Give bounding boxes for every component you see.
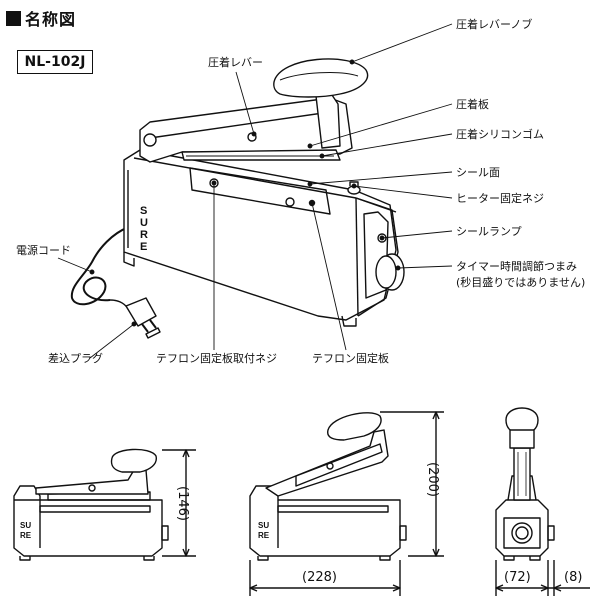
label-seal-lamp: シールランプ: [456, 225, 522, 238]
brand-letter-1: S: [140, 205, 147, 217]
brand-logo-small: SU RE SU RE: [20, 521, 270, 540]
label-power-cord: 電源コード: [16, 244, 71, 257]
leader-lines: [57, 23, 453, 359]
svg-text:SU: SU: [20, 521, 31, 530]
dim-height-closed: (146): [175, 486, 190, 521]
dim-protrusion: (8): [564, 570, 583, 585]
label-lever: 圧着レバー: [208, 56, 263, 69]
dim-length: (228): [302, 570, 337, 585]
dim-height-open: (200): [425, 462, 440, 497]
brand-letter-3: R: [140, 229, 148, 241]
svg-text:RE: RE: [20, 531, 32, 540]
label-heater-screw: ヒーター固定ネジ: [456, 192, 544, 205]
label-press-plate: 圧着板: [456, 98, 489, 111]
label-teflon-screw: テフロン固定板取付ネジ: [156, 352, 277, 365]
label-timer-note: (秒目盛りではありません): [456, 276, 586, 289]
title-square-icon: [6, 10, 21, 26]
svg-text:SU: SU: [258, 521, 269, 530]
power-cord-drawing: [70, 225, 133, 313]
label-timer-knob: タイマー時間調節つまみ: [456, 260, 577, 273]
page-title: 名称図: [25, 10, 77, 29]
front-view: [495, 407, 590, 596]
lever-arm-drawing: [139, 58, 369, 163]
side-view-open: [249, 411, 444, 596]
section-header: 名称図: [6, 6, 76, 30]
label-seal-surface: シール面: [456, 166, 500, 179]
label-teflon-plate: テフロン固定板: [312, 352, 389, 365]
svg-text:RE: RE: [258, 531, 270, 540]
label-plug: 差込プラグ: [48, 352, 103, 365]
brand-logo: S U R E: [140, 205, 148, 253]
side-view-closed: [13, 448, 196, 561]
label-lever-knob: 圧着レバーノブ: [456, 18, 533, 31]
dim-width: (72): [504, 570, 531, 585]
main-body-drawing: [123, 149, 405, 327]
label-silicone-rubber: 圧着シリコンゴム: [456, 128, 544, 141]
plug-drawing: [125, 297, 161, 339]
brand-letter-4: E: [140, 241, 147, 253]
model-number-box: NL-102J: [17, 50, 93, 74]
brand-letter-2: U: [140, 217, 148, 229]
